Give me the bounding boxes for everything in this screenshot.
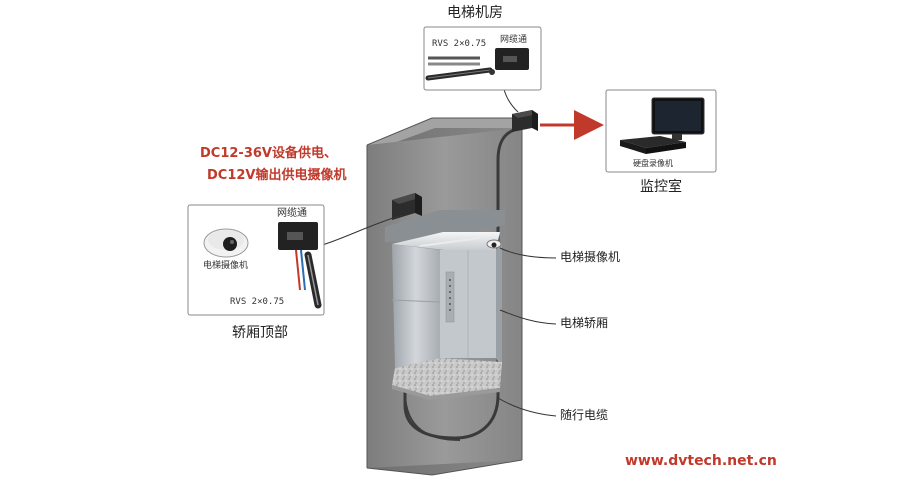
power-note-line2: DC12V输出供电摄像机 (207, 168, 347, 183)
roof-network-box (392, 193, 422, 220)
car-roof-label: 轿厢顶部 (232, 325, 288, 341)
network-box-label-top: 网缆通 (500, 35, 528, 45)
rvs-cable-label-roof: RVS 2×0.75 (230, 297, 285, 307)
machine-room-inset (423, 26, 542, 91)
elevator-car-label: 电梯轿厢 (560, 316, 609, 330)
rvs-cable-label-top: RVS 2×0.75 (432, 39, 487, 49)
website-link[interactable]: www.dvtech.net.cn (625, 453, 777, 469)
machine-room-network-box (512, 110, 538, 132)
elevator-dome-camera (486, 239, 502, 249)
monitor-room-inset (605, 89, 717, 173)
machine-room-label: 电梯机房 (447, 5, 503, 21)
dome-camera-label: 电梯摄像机 (203, 261, 249, 271)
network-box-label-roof: 网缆通 (277, 208, 307, 219)
traveling-cable-label: 随行电缆 (560, 408, 609, 422)
monitor-room-label: 监控室 (640, 179, 682, 195)
elevator-car (385, 210, 505, 400)
elevator-camera-label: 电梯摄像机 (560, 250, 621, 264)
traveling-cable (403, 126, 523, 440)
car-roof-inset (187, 204, 325, 316)
power-note-line1: DC12-36V设备供电、 (200, 146, 337, 161)
nvr-label: 硬盘录像机 (633, 159, 673, 168)
